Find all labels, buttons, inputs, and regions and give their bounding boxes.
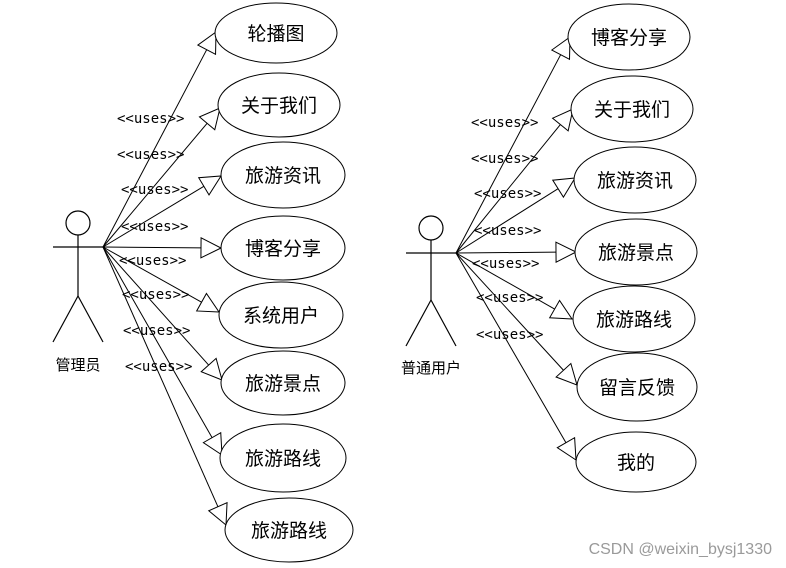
- left_actor-arrowhead: [197, 175, 222, 196]
- actor-admin: 管理员: [52, 210, 104, 374]
- left_actor-association-line: [102, 246, 202, 303]
- use-case-ellipse: [576, 352, 698, 422]
- use-case-label: 旅游路线: [251, 520, 327, 542]
- left_actor-uses-label: <<uses>>: [117, 147, 184, 163]
- right_actor-arrowhead: [556, 436, 577, 461]
- use-case-label: 留言反馈: [599, 377, 675, 399]
- use-case-ellipse: [567, 3, 691, 71]
- left_actor-uses-label: <<uses>>: [119, 253, 186, 269]
- right_actor-arrowhead: [555, 362, 578, 386]
- left_actor-arrowhead: [200, 237, 223, 259]
- use-case-ellipse: [570, 75, 694, 143]
- left_actor-uses-label: <<uses>>: [125, 359, 192, 375]
- right_actor-uses-label: <<uses>>: [476, 290, 543, 306]
- use-case-ellipse: [218, 281, 344, 349]
- use-case-label: 旅游景点: [245, 373, 321, 395]
- actor-admin-label: 管理员: [55, 356, 100, 374]
- use-case-ellipse: [217, 72, 341, 138]
- left_actor-association-line: [102, 246, 219, 507]
- right_actor-uses-label: <<uses>>: [474, 223, 541, 239]
- right_actor-association-line: [455, 251, 557, 254]
- left_actor-uses-label: <<uses>>: [121, 219, 188, 235]
- use-case-ellipse: [224, 497, 354, 563]
- actor-admin-head: [65, 210, 91, 236]
- actor-user-leg-right: [430, 299, 457, 347]
- use-case-label: 关于我们: [241, 95, 317, 117]
- right_actor-association-line: [455, 252, 567, 443]
- use-case-label: 旅游资讯: [245, 165, 321, 187]
- right_actor-arrowhead: [551, 177, 576, 199]
- use-case-label: 我的: [617, 452, 655, 474]
- right_actor-association-line: [455, 54, 562, 254]
- left_actor-uses-label: <<uses>>: [123, 323, 190, 339]
- association-lines: <<uses>> <<uses>> <<uses>> <<uses>> <<uses>>…: [102, 31, 578, 527]
- right_actor-association-line: [455, 188, 559, 254]
- actor-user-head: [418, 215, 444, 241]
- left_actor-arrowhead: [196, 31, 217, 56]
- actor-admin-leg-right: [77, 295, 104, 343]
- use-case-ellipse: [572, 285, 696, 353]
- right_actor-association-line: [455, 252, 564, 371]
- use-case-ellipse: [575, 431, 697, 493]
- actor-user-label: 普通用户: [401, 359, 461, 377]
- left_actor-uses-label: <<uses>>: [121, 182, 188, 198]
- left_actor-association-line: [102, 122, 208, 248]
- right_actor-uses-label: <<uses>>: [471, 115, 538, 131]
- right_actor-arrowhead: [551, 108, 574, 132]
- use-case-label: 旅游资讯: [597, 170, 673, 192]
- left_actor-association-line: [102, 185, 205, 248]
- left_actor-association-line: [102, 246, 202, 249]
- use-case-label: 旅游路线: [596, 309, 672, 331]
- use-case-label: 轮播图: [247, 23, 304, 45]
- right_actor-arrowhead: [548, 299, 573, 320]
- left_actor-association-line: [102, 246, 210, 366]
- right_actor-uses-label: <<uses>>: [476, 327, 543, 343]
- left_actor-uses-label: <<uses>>: [117, 111, 184, 127]
- left_actor-association-line: [102, 49, 208, 248]
- use-case-ellipse: [220, 350, 346, 416]
- right_actor-association-line: [455, 252, 555, 310]
- watermark: CSDN @weixin_bysj1330: [589, 541, 773, 558]
- use-case-ellipse: [220, 215, 346, 281]
- use-case-label: 系统用户: [243, 305, 319, 327]
- use-case-ellipse: [220, 141, 346, 209]
- right_actor-arrowhead: [555, 241, 578, 263]
- use-case-ellipse: [214, 2, 338, 64]
- use-case-label: 旅游路线: [245, 448, 321, 470]
- right_actor-uses-label: <<uses>>: [471, 151, 538, 167]
- left_actor-arrowhead: [200, 357, 223, 381]
- use-case-ellipses: 轮播图关于我们旅游资讯博客分享系统用户旅游景点旅游路线旅游路线博客分享关于我们旅…: [214, 2, 698, 563]
- actor-admin-leg-left: [52, 295, 79, 343]
- left_actor-uses-label: <<uses>>: [122, 287, 189, 303]
- use-case-ellipse: [219, 423, 347, 493]
- right_actor-uses-label: <<uses>>: [472, 256, 539, 272]
- use-case-label: 博客分享: [245, 238, 321, 260]
- right_actor-association-line: [455, 124, 561, 254]
- use-case-label: 博客分享: [591, 27, 667, 49]
- left_actor-arrowhead: [195, 292, 220, 313]
- left_actor-arrowhead: [198, 107, 221, 131]
- left_actor-arrowhead: [207, 501, 228, 527]
- use-case-ellipse: [573, 146, 697, 214]
- right_actor-uses-label: <<uses>>: [474, 186, 541, 202]
- use-case-label: 旅游景点: [598, 242, 674, 264]
- actor-user: 普通用户: [401, 215, 461, 377]
- left_actor-arrowhead: [202, 431, 223, 456]
- right_actor-arrowhead: [550, 36, 571, 61]
- actor-user-leg-left: [405, 299, 432, 347]
- use-case-ellipse: [574, 218, 698, 286]
- left_actor-association-line: [102, 246, 213, 438]
- use-case-label: 关于我们: [594, 99, 670, 121]
